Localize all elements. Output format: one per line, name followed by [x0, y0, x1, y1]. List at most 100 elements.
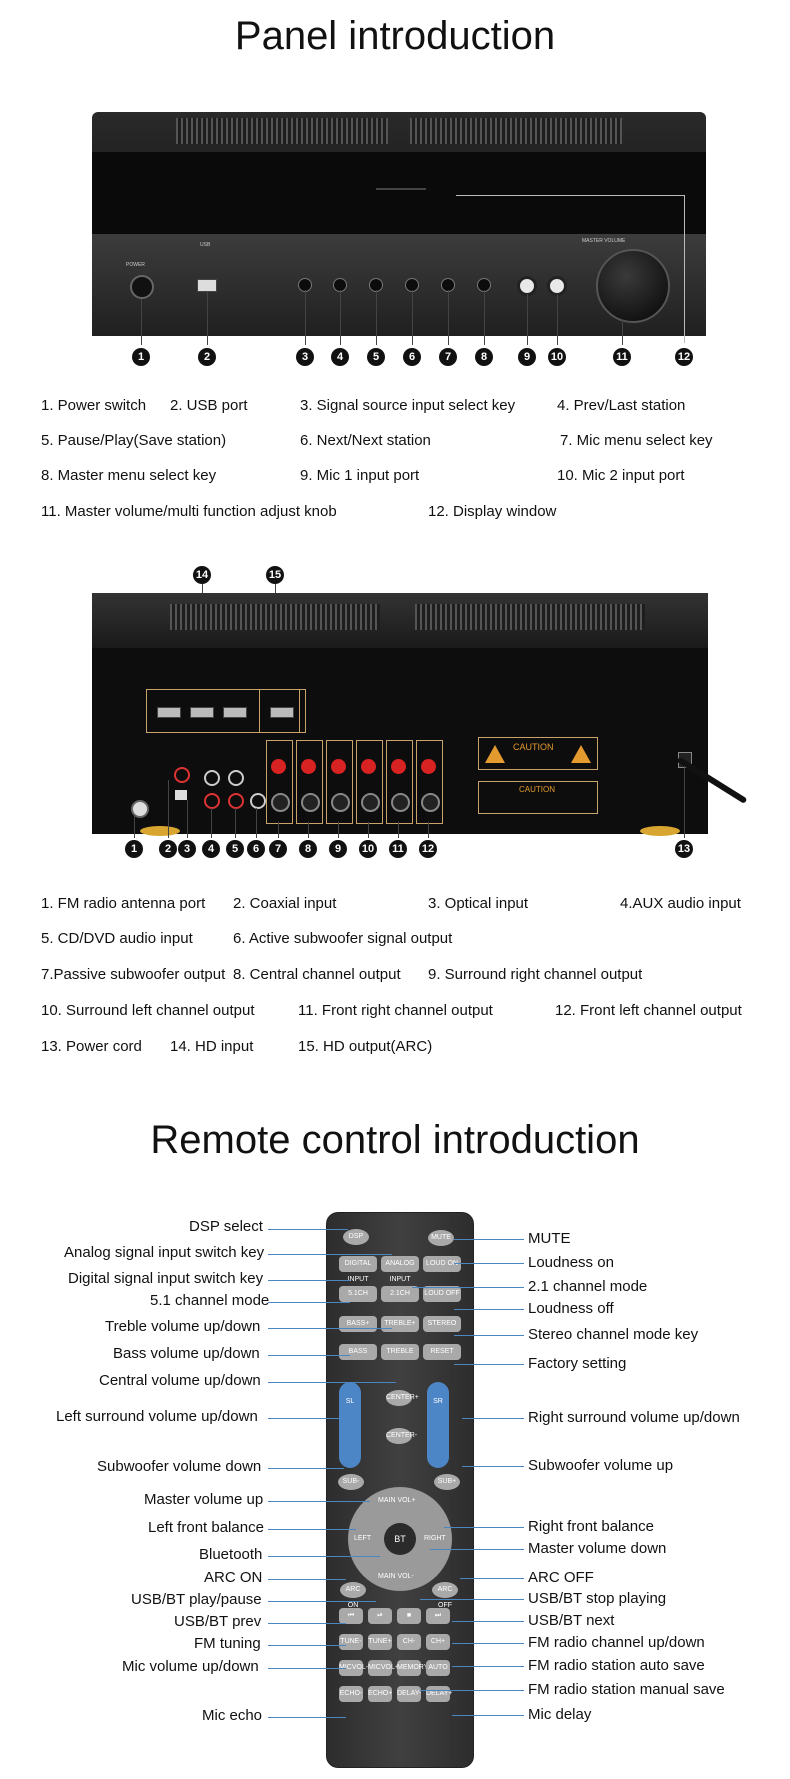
hdmi-in-port [157, 707, 181, 718]
master-volume-knob[interactable] [596, 249, 670, 323]
arc-on-button[interactable]: ARC ON [340, 1582, 366, 1609]
stop-button[interactable]: ■ [397, 1608, 421, 1624]
display-glyph [376, 174, 426, 190]
prev-icon: ⏮ [347, 1612, 355, 1619]
dsp-button[interactable]: DSP [343, 1229, 369, 1245]
front-label-7: 7. Mic menu select key [560, 432, 713, 449]
mic-vol-up-button[interactable]: MICVOL+ [368, 1660, 399, 1676]
callout-10: 10 [548, 348, 566, 366]
surround-right-rocker[interactable]: SR [427, 1382, 449, 1468]
channel-up-button[interactable]: CH+ [426, 1634, 450, 1650]
caution-label: CAUTION [478, 737, 598, 770]
mic1-port [517, 276, 537, 296]
front-label-8: 8. Master menu select key [41, 467, 217, 484]
treble-up-button[interactable]: TREBLE+ [381, 1316, 419, 1332]
sub-up-button[interactable]: SUB+ [434, 1474, 460, 1490]
sub-down-button[interactable]: SUB- [338, 1474, 364, 1490]
echo-up-button[interactable]: ECHO+ [368, 1686, 392, 1702]
rear-label-4: 4.AUX audio input [620, 895, 741, 912]
remote-label-right-surround: Right surround volume up/down [528, 1409, 740, 1426]
surround-left-rocker[interactable]: SL [339, 1382, 361, 1468]
rear-label-14: 14. HD input [170, 1038, 254, 1055]
delay-up-button[interactable]: DELAY+ [426, 1686, 453, 1702]
digital-input-button[interactable]: DIGITAL INPUT [339, 1256, 377, 1283]
center-down-button[interactable]: CENTER- [386, 1428, 417, 1444]
remote-label-loud-off: Loudness off [528, 1300, 614, 1317]
analog-input-button[interactable]: ANALOG INPUT [381, 1256, 419, 1283]
play-pause-button[interactable]: ⏯ [368, 1608, 392, 1624]
hdmi-input-group [146, 689, 300, 733]
next-track-button[interactable]: ⏭ [426, 1608, 450, 1624]
left-balance-label[interactable]: LEFT [354, 1535, 372, 1542]
delay-down-button[interactable]: DELAY- [397, 1686, 421, 1702]
play-pause-icon: ⏯ [377, 1612, 383, 1619]
front-label-10: 10. Mic 2 input port [557, 467, 685, 484]
rear-callout-12: 12 [419, 840, 437, 858]
bass-up-button[interactable]: BASS+ [339, 1316, 377, 1332]
tune-up-button[interactable]: TUNE+ [368, 1634, 392, 1650]
main-vol-up-label[interactable]: MAIN VOL+ [378, 1497, 416, 1504]
remote-label-arc-off: ARC OFF [528, 1569, 594, 1586]
speaker-terminal-sw [266, 740, 293, 824]
callout-15: 15 [266, 566, 284, 584]
front-label-3: 3. Signal source input select key [300, 397, 516, 414]
rear-label-12: 12. Front left channel output [555, 1002, 742, 1019]
bass-down-button[interactable]: BASS [339, 1344, 377, 1360]
caution-text: CAUTION [513, 742, 554, 752]
speaker-terminal-sl [356, 740, 383, 824]
arc-off-button[interactable]: ARC OFF [432, 1582, 458, 1609]
rear-label-1: 1. FM radio antenna port [41, 895, 206, 912]
remote-label-fm-channel: FM radio channel up/down [528, 1634, 705, 1651]
main-vol-down-label[interactable]: MAIN VOL- [378, 1573, 414, 1580]
remote-label-master-down: Master volume down [528, 1540, 667, 1557]
hdmi-out-port [270, 707, 294, 718]
ch21-button[interactable]: 2.1CH [381, 1286, 419, 1302]
remote-label-mic-delay: Mic delay [528, 1706, 592, 1723]
remote-section-title: Remote control introduction [150, 1118, 640, 1162]
next-icon: ⏭ [434, 1612, 442, 1619]
echo-down-button[interactable]: ECHO- [339, 1686, 363, 1702]
prev-track-button[interactable]: ⏮ [339, 1608, 363, 1624]
remote-label-treble: Treble volume up/down [105, 1318, 261, 1335]
treble-down-button[interactable]: TREBLE [381, 1344, 419, 1360]
stereo-button[interactable]: STEREO [423, 1316, 461, 1332]
vent-grille [410, 118, 622, 144]
remote-label-dsp: DSP select [189, 1218, 263, 1235]
front-label-1: 1. Power switch [41, 397, 147, 414]
remote-label-master-up: Master volume up [144, 1491, 264, 1508]
ch51-button[interactable]: 5.1CH [339, 1286, 377, 1302]
front-label-4: 4. Prev/Last station [557, 397, 686, 414]
optical-port [175, 790, 187, 800]
remote-label-auto-save: FM radio station auto save [528, 1657, 705, 1674]
right-balance-label[interactable]: RIGHT [424, 1535, 446, 1542]
caution-text: CAUTION [519, 785, 555, 794]
rear-callout-1: 1 [125, 840, 143, 858]
loud-off-button[interactable]: LOUD OFF [423, 1286, 461, 1302]
rear-callout-6: 6 [247, 840, 265, 858]
remote-label-mic-echo: Mic echo [202, 1707, 263, 1724]
callout-9: 9 [518, 348, 536, 366]
auto-button[interactable]: AUTO [426, 1660, 450, 1676]
remote-label-play-pause: USB/BT play/pause [131, 1591, 262, 1608]
hdmi-output-group [259, 689, 306, 733]
mic-vol-down-button[interactable]: MICVOL- [339, 1660, 368, 1676]
remote-label-central: Central volume up/down [99, 1372, 261, 1389]
bt-button[interactable]: BT [384, 1523, 416, 1555]
rear-callout-10: 10 [359, 840, 377, 858]
center-up-button[interactable]: CENTER+ [386, 1390, 419, 1406]
callout-8: 8 [475, 348, 493, 366]
reset-button[interactable]: RESET [423, 1344, 461, 1360]
loud-on-button[interactable]: LOUD ON [423, 1256, 461, 1272]
mute-button[interactable]: MUTE [428, 1230, 454, 1246]
remote-label-sub-down: Subwoofer volume down [97, 1458, 262, 1475]
aux-jack [204, 770, 220, 786]
remote-label-fm-tuning: FM tuning [194, 1635, 261, 1652]
power-switch[interactable] [130, 275, 154, 299]
channel-down-button[interactable]: CH- [397, 1634, 421, 1650]
tune-down-button[interactable]: TUNE- [339, 1634, 363, 1650]
coaxial-jack [174, 767, 190, 783]
front-label-2: 2. USB port [170, 397, 248, 414]
display-leader [684, 195, 685, 343]
memory-button[interactable]: MEMORY [397, 1660, 428, 1676]
antenna-port [131, 800, 149, 818]
